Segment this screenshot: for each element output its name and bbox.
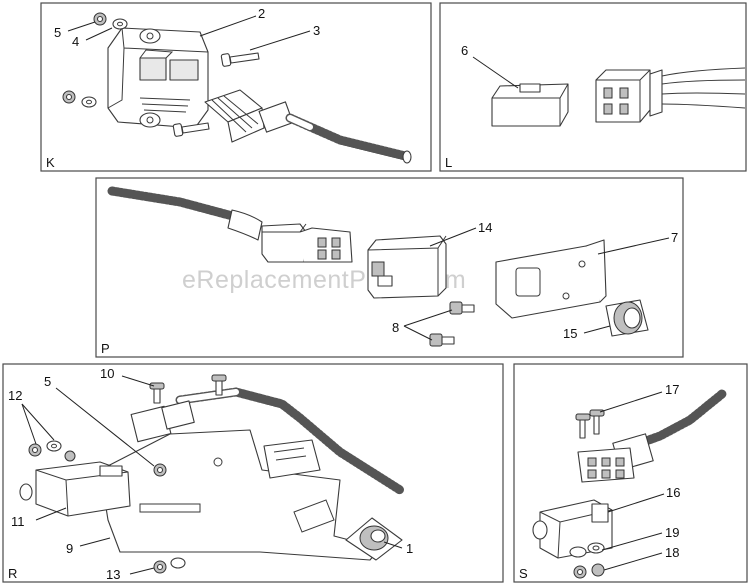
panel-s-leaders bbox=[599, 391, 665, 571]
panel-p-leaders bbox=[403, 227, 670, 341]
callout-7: 7 bbox=[671, 230, 678, 245]
panel-l-label: L bbox=[445, 155, 452, 170]
panel-l-leader bbox=[472, 56, 519, 89]
callout-2: 2 bbox=[258, 6, 265, 21]
panel-p-parts bbox=[107, 186, 649, 347]
callout-12: 12 bbox=[8, 388, 22, 403]
panel-s-label: S bbox=[519, 566, 528, 581]
callout-11: 11 bbox=[11, 514, 25, 529]
panel-r-leaders bbox=[21, 375, 403, 575]
panel-r-label: R bbox=[8, 566, 17, 581]
panel-k-parts bbox=[62, 12, 412, 164]
panel-s-frame bbox=[513, 363, 748, 583]
callout-9: 9 bbox=[66, 541, 73, 556]
panel-s-parts bbox=[532, 389, 727, 579]
callout-19: 19 bbox=[665, 525, 679, 540]
panel-k-frame bbox=[40, 2, 432, 172]
callout-18: 18 bbox=[665, 545, 679, 560]
callout-4: 4 bbox=[72, 34, 79, 49]
callout-5-r: 5 bbox=[44, 374, 51, 389]
panel-r-frame bbox=[2, 363, 504, 583]
callout-3: 3 bbox=[313, 23, 320, 38]
panel-p-label: P bbox=[101, 341, 110, 356]
panel-l-parts bbox=[491, 67, 746, 127]
panel-r-parts bbox=[19, 374, 405, 574]
panel-k-leaders bbox=[67, 15, 311, 51]
callout-16: 16 bbox=[666, 485, 680, 500]
callout-5: 5 bbox=[54, 25, 61, 40]
panel-k-label: K bbox=[46, 155, 55, 170]
callout-13: 13 bbox=[106, 567, 120, 582]
callout-14: 14 bbox=[478, 220, 492, 235]
callout-17: 17 bbox=[665, 382, 679, 397]
callout-15: 15 bbox=[563, 326, 577, 341]
callout-6: 6 bbox=[461, 43, 468, 58]
panel-p-frame bbox=[95, 177, 684, 358]
callout-1: 1 bbox=[406, 541, 413, 556]
panel-l-frame bbox=[439, 2, 747, 172]
callout-10: 10 bbox=[100, 366, 114, 381]
callout-8: 8 bbox=[392, 320, 399, 335]
